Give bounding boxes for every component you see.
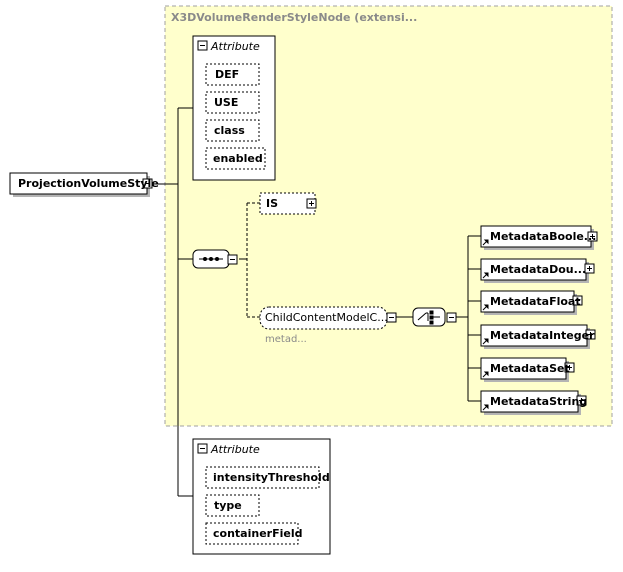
metadata-element-2[interactable]: MetadataFloat [490,295,581,308]
child-group-label[interactable]: ChildContentModelC... [265,311,388,324]
attribute-enabled[interactable]: enabled [213,152,263,165]
child-group-collapse-icon[interactable] [386,312,397,323]
own-attribute-boxes [205,466,320,545]
metadata-element-1[interactable]: MetadataDou... [490,263,587,276]
root-element-label[interactable]: ProjectionVolumeStyle [18,177,159,190]
sequence-collapse-icon[interactable] [227,254,238,265]
metadata-expand-icons[interactable] [564,231,598,406]
metadata-element-0[interactable]: MetadataBoole... [490,230,597,243]
choice-collapse-icon[interactable] [446,312,457,323]
attribute-intensity-threshold[interactable]: intensityThreshold [213,471,330,484]
sequence-icon [199,257,223,261]
choice-icon [417,310,440,325]
is-element-label[interactable]: IS [266,197,279,210]
is-expand-icon[interactable] [306,198,317,209]
attribute-type[interactable]: type [214,499,242,512]
extension-group-title: X3DVolumeRenderStyleNode (extensi... [171,11,418,24]
attribute-class[interactable]: class [214,124,245,137]
metadata-element-3[interactable]: MetadataInteger [490,329,595,342]
connector-lines [152,107,481,497]
metadata-element-4[interactable]: MetadataSet [490,362,570,375]
metadata-element-5[interactable]: MetadataString [490,395,588,408]
optional-connector-lines [246,202,260,318]
root-collapse-icon[interactable] [142,178,153,189]
reference-arrow-icons [482,239,489,411]
attribute-use[interactable]: USE [214,96,239,109]
attribute-def[interactable]: DEF [215,68,240,81]
attribute-container-field[interactable]: containerField [213,527,303,540]
own-attribute-collapse-icon[interactable] [197,443,208,454]
inherited-attribute-boxes [205,63,266,170]
child-group-caption: metad... [265,334,307,345]
inherited-attribute-header: Attribute [211,40,260,53]
choice-compositor [412,307,446,327]
own-attribute-header: Attribute [211,443,260,456]
inherited-attribute-collapse-icon[interactable] [197,40,208,51]
